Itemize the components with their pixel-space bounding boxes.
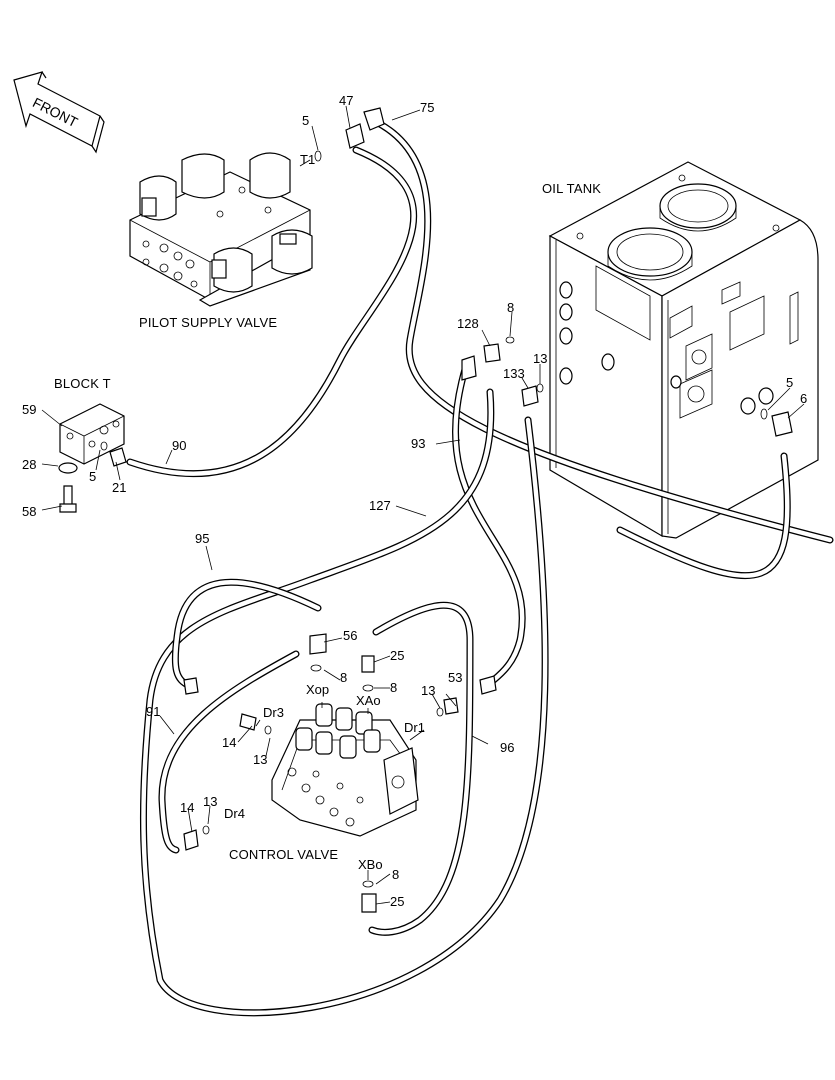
part-number-91: 91 — [146, 704, 161, 719]
part-number-13-dr4: 13 — [203, 794, 218, 809]
port-dr4-label: Dr4 — [224, 806, 245, 821]
fittings — [183, 107, 793, 913]
part-number-25-top: 25 — [390, 648, 405, 663]
part-number-13-dr3: 13 — [253, 752, 268, 767]
part-number-93: 93 — [411, 436, 426, 451]
part-number-75: 75 — [420, 100, 435, 115]
part-number-13-tank: 13 — [533, 351, 548, 366]
part-number-21: 21 — [112, 480, 127, 495]
part-number-5-right: 5 — [786, 375, 794, 390]
part-number-14-dr4: 14 — [180, 800, 195, 815]
part-number-8-tank: 8 — [507, 300, 515, 315]
part-number-28: 28 — [22, 457, 37, 472]
part-number-13-dr1: 13 — [421, 683, 436, 698]
part-number-56: 56 — [343, 628, 358, 643]
part-number-14-dr3: 14 — [222, 735, 237, 750]
part-number-96: 96 — [500, 740, 515, 755]
port-dr3-label: Dr3 — [263, 705, 284, 720]
hose-96 — [368, 601, 474, 936]
part-number-8-xbo: 8 — [392, 867, 400, 882]
part-number-8-xao: 8 — [390, 680, 398, 695]
part-number-8-xop: 8 — [340, 670, 348, 685]
oil-tank — [548, 161, 819, 539]
part-number-53: 53 — [448, 670, 463, 685]
pilot-supply-valve — [129, 152, 313, 307]
port-xop-label: Xop — [306, 682, 330, 697]
port-xbo-label: XBo — [358, 857, 383, 872]
hose-75 — [368, 116, 834, 544]
hose-93 — [451, 362, 526, 690]
part-number-95: 95 — [195, 531, 210, 546]
part-number-59: 59 — [22, 402, 37, 417]
front-arrow-icon — [13, 71, 105, 154]
part-number-128: 128 — [457, 316, 479, 331]
part-number-5-top: 5 — [302, 113, 310, 128]
leader-lines — [41, 105, 805, 905]
control-valve-label: CONTROL VALVE — [229, 847, 339, 862]
part-number-58: 58 — [22, 504, 37, 519]
port-xao-label: XAo — [356, 693, 381, 708]
hose-90 — [126, 146, 417, 478]
control-valve — [271, 703, 419, 837]
port-t1-label: T1 — [300, 152, 316, 167]
hose-95 — [171, 578, 322, 690]
oil-tank-label: OIL TANK — [542, 181, 602, 196]
part-number-133: 133 — [503, 366, 525, 381]
part-number-25-bottom: 25 — [390, 894, 405, 909]
part-number-127: 127 — [369, 498, 391, 513]
part-number-47: 47 — [339, 93, 354, 108]
part-number-90: 90 — [172, 438, 187, 453]
port-dr1-label: Dr1 — [404, 720, 425, 735]
pilot-supply-valve-label: PILOT SUPPLY VALVE — [139, 315, 278, 330]
block-t — [58, 403, 127, 513]
hose-91 — [158, 650, 300, 854]
part-number-5-block: 5 — [89, 469, 97, 484]
hose-127 — [139, 388, 549, 1017]
part-number-6: 6 — [800, 391, 808, 406]
block-t-label: BLOCK T — [54, 376, 111, 391]
hose-drain-right — [616, 452, 791, 580]
